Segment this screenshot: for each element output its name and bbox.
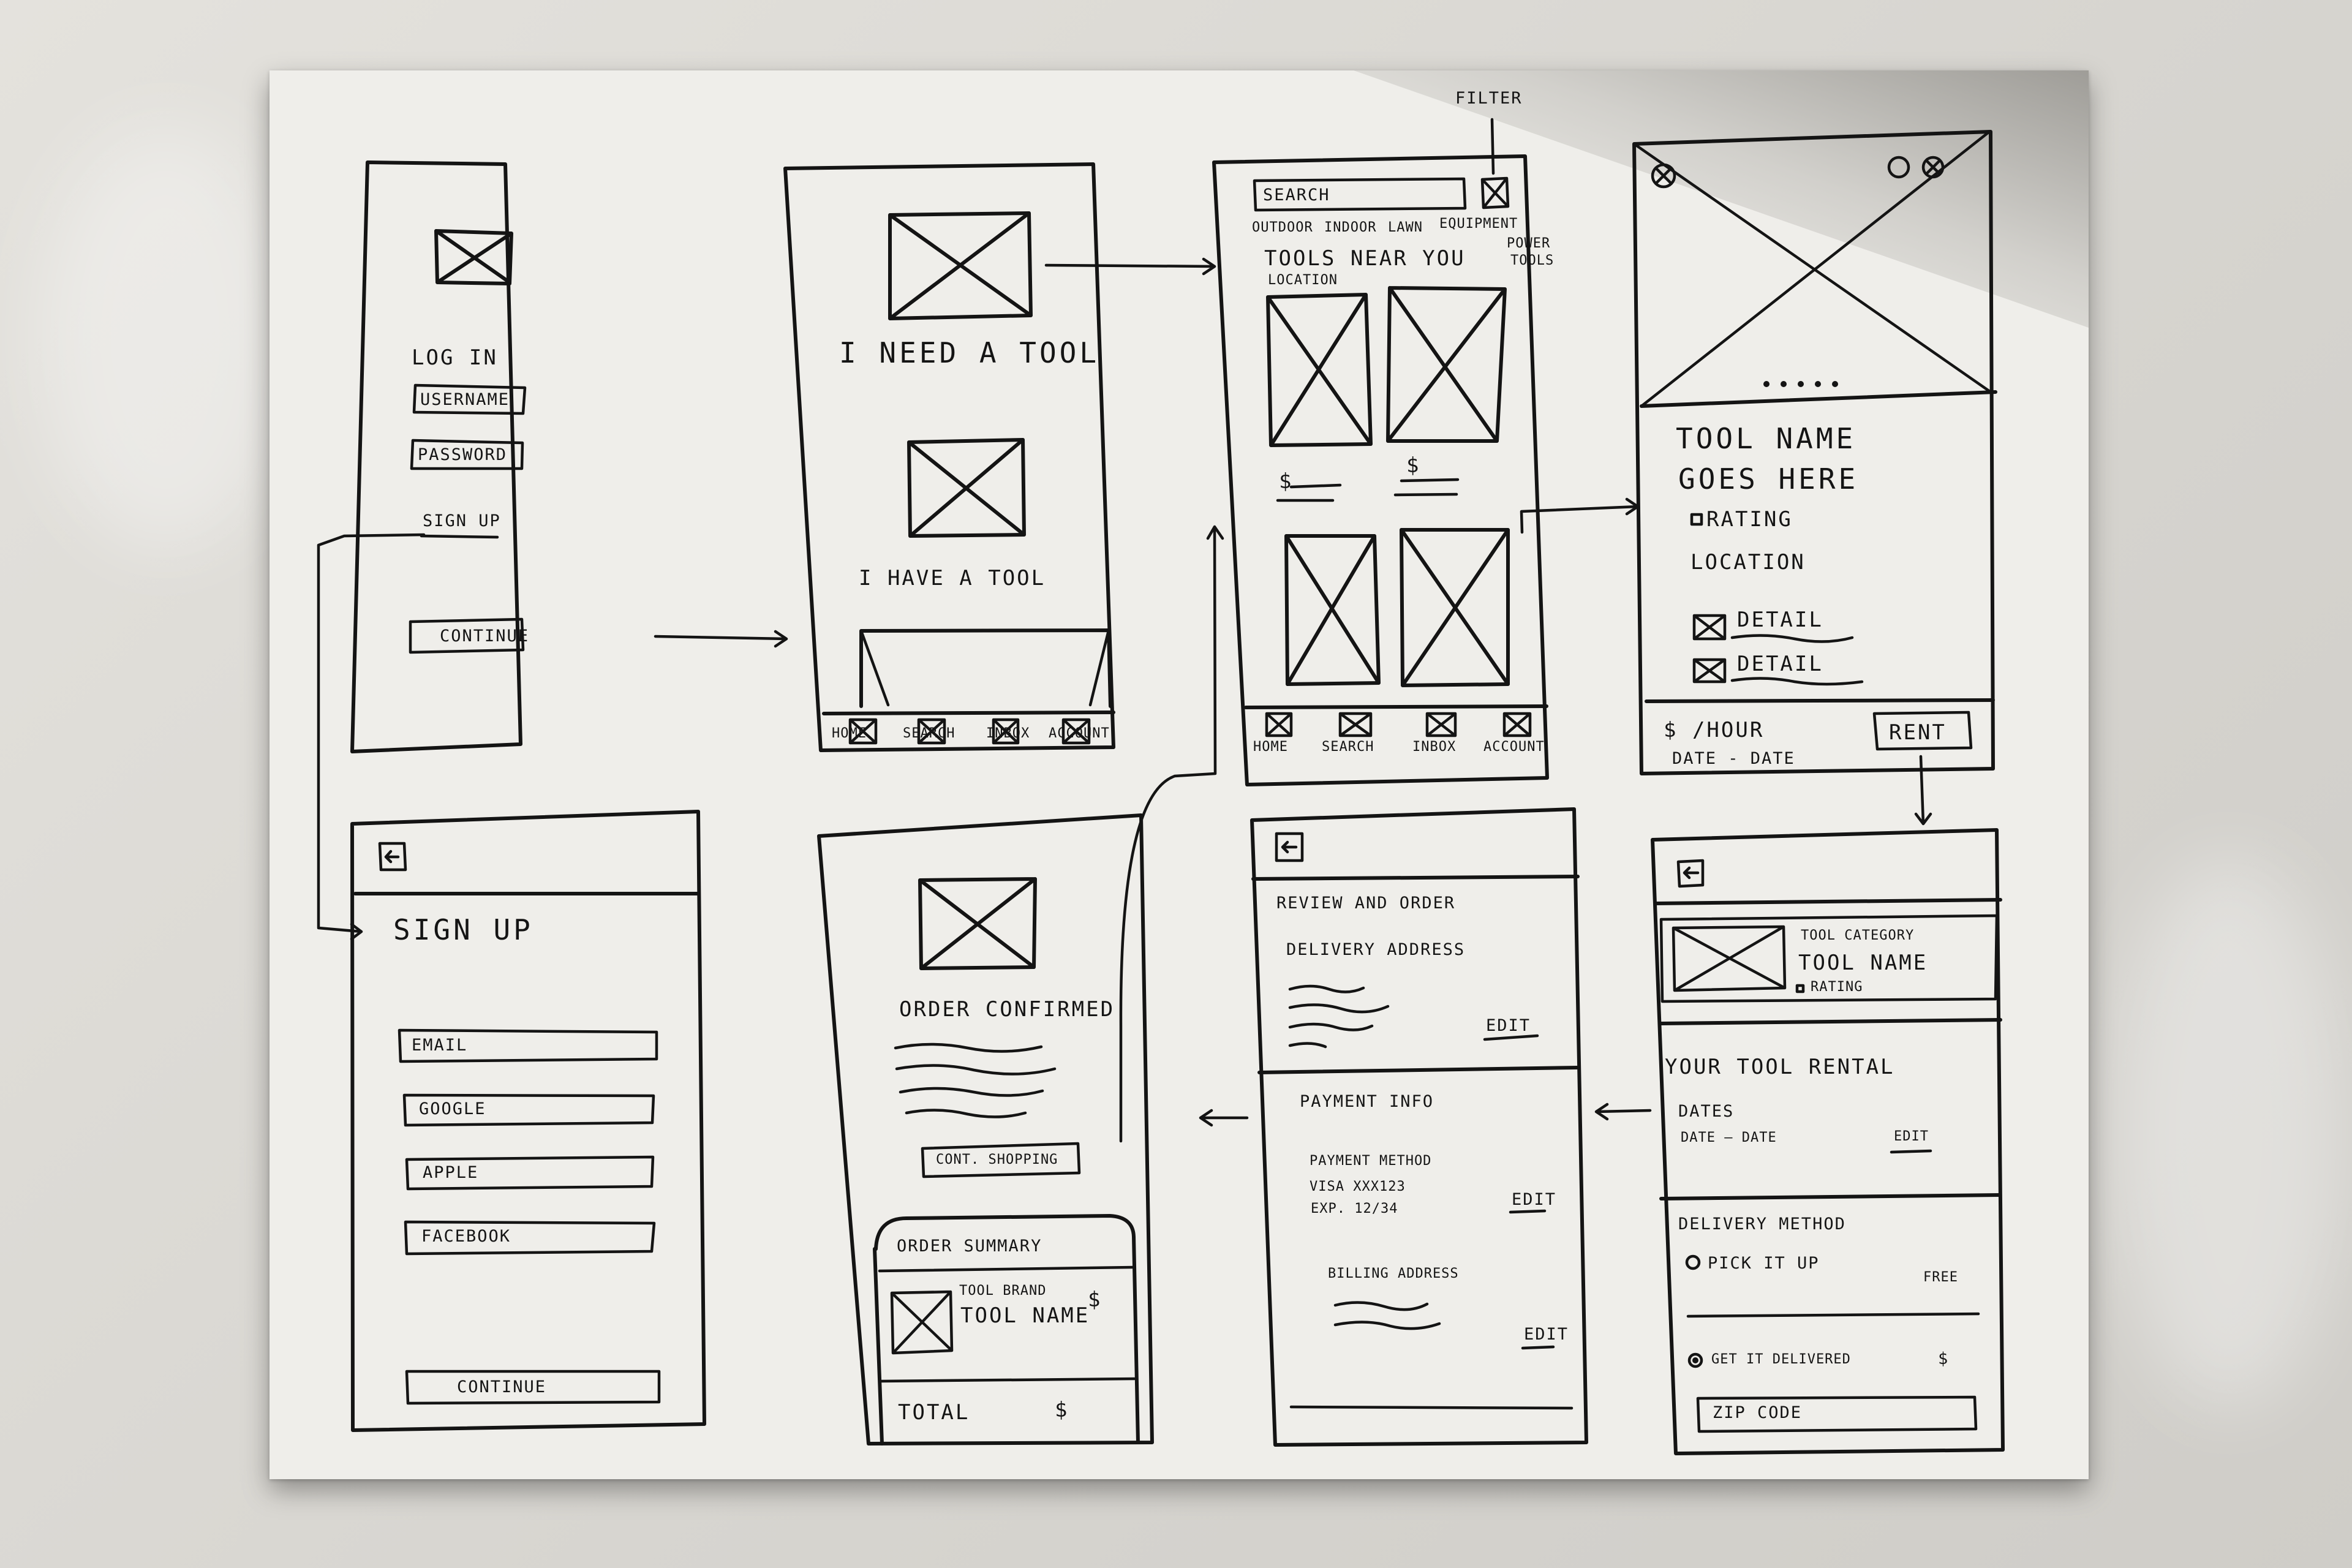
category-equipment[interactable]: EQUIPMENT: [1439, 216, 1518, 232]
payment-info-heading: PAYMENT INFO: [1300, 1092, 1434, 1111]
tool-name-label: TOOL NAME: [1798, 951, 1928, 975]
light-spot: [37, 123, 294, 551]
delivery-price: $: [1938, 1349, 1950, 1368]
facebook-button[interactable]: FACEBOOK: [421, 1227, 511, 1246]
price-per-hour: $ /HOUR: [1664, 718, 1765, 742]
category-indoor[interactable]: INDOOR: [1324, 220, 1377, 235]
edit-link[interactable]: EDIT: [1524, 1325, 1569, 1344]
apple-button[interactable]: APPLE: [423, 1163, 479, 1182]
nav-inbox[interactable]: INBOX: [1412, 739, 1457, 755]
tool-name-label: TOOL NAME: [960, 1303, 1090, 1328]
login-title: LOG IN: [412, 345, 498, 370]
edit-link[interactable]: EDIT: [1486, 1016, 1531, 1035]
signup-title: SIGN UP: [393, 913, 533, 946]
price-label: $: [1406, 453, 1421, 478]
home-screen: [783, 162, 1115, 752]
login-screen: [350, 160, 527, 753]
rental-screen: [1651, 828, 2005, 1455]
tool-brand-label: TOOL BRAND: [959, 1283, 1047, 1298]
date-range: DATE — DATE: [1681, 1130, 1777, 1145]
category-lawn[interactable]: LAWN: [1388, 220, 1423, 235]
category-tools[interactable]: TOOLS: [1510, 253, 1555, 268]
nav-search[interactable]: SEARCH: [1322, 739, 1374, 755]
zip-code-field[interactable]: ZIP CODE: [1713, 1403, 1803, 1422]
category-outdoor[interactable]: OUTDOOR: [1252, 220, 1313, 235]
detail-label: DETAIL: [1737, 652, 1823, 676]
dates-heading: DATES: [1678, 1102, 1735, 1121]
delivery-method-heading: DELIVERY METHOD: [1678, 1215, 1846, 1234]
date-range[interactable]: DATE - DATE: [1672, 749, 1795, 768]
billing-address-heading: BILLING ADDRESS: [1328, 1266, 1459, 1281]
continue-shopping-button[interactable]: CONT. SHOPPING: [936, 1152, 1058, 1167]
username-field[interactable]: USERNAME: [420, 390, 510, 409]
search-screen: [1212, 118, 1549, 786]
continue-button[interactable]: CONTINUE: [457, 1378, 547, 1396]
total-label: TOTAL: [898, 1400, 970, 1425]
nav-home[interactable]: HOME: [1253, 739, 1288, 755]
review-screen: [1250, 807, 1588, 1447]
category-power[interactable]: POWER: [1507, 236, 1551, 251]
filter-annotation: FILTER: [1455, 89, 1523, 108]
signup-screen: [350, 810, 706, 1432]
flow-arrows: [317, 257, 1932, 1143]
price-label: $: [1279, 469, 1294, 494]
tool-name-line2: GOES HERE: [1678, 462, 1859, 496]
sketch-paper: FILTER LOG IN USERNAME PASSWORD SIGN UP …: [270, 70, 2089, 1479]
rating-label: RATING: [1706, 507, 1793, 532]
tool-name-line1: TOOL NAME: [1676, 422, 1856, 455]
nav-home[interactable]: HOME: [832, 726, 867, 741]
email-field[interactable]: EMAIL: [412, 1036, 468, 1055]
payment-method-label: PAYMENT METHOD: [1310, 1153, 1432, 1169]
order-confirmed-screen: [817, 813, 1154, 1446]
nav-search[interactable]: SEARCH: [903, 726, 956, 741]
order-summary-heading: ORDER SUMMARY: [897, 1237, 1042, 1256]
review-title: REVIEW AND ORDER: [1276, 894, 1456, 913]
delivery-address-heading: DELIVERY ADDRESS: [1286, 940, 1466, 959]
nav-account[interactable]: ACCOUNT: [1483, 739, 1545, 755]
card-number: VISA XXX123: [1310, 1179, 1406, 1194]
order-confirmed-title: ORDER CONFIRMED: [899, 997, 1115, 1022]
free-label: FREE: [1923, 1270, 1958, 1285]
sign-up-link[interactable]: SIGN UP: [423, 511, 501, 530]
tool-detail-screen: [1632, 130, 1997, 775]
wireframe-sketch: [317, 118, 2005, 1455]
have-tool-option[interactable]: I HAVE A TOOL: [859, 566, 1046, 590]
light-spot: [2113, 858, 2346, 1409]
tool-category-label: TOOL CATEGORY: [1801, 928, 1915, 943]
rent-button[interactable]: RENT: [1889, 720, 1947, 745]
detail-label: DETAIL: [1737, 608, 1823, 632]
pick-up-option[interactable]: PICK IT UP: [1708, 1254, 1820, 1273]
location-label: LOCATION: [1691, 550, 1806, 575]
google-button[interactable]: GOOGLE: [419, 1099, 486, 1118]
nav-inbox[interactable]: INBOX: [986, 726, 1030, 741]
tools-near-heading: TOOLS NEAR YOU: [1264, 246, 1466, 271]
password-field[interactable]: PASSWORD: [418, 445, 508, 464]
nav-account[interactable]: ACCOUNT: [1049, 726, 1110, 741]
edit-link[interactable]: EDIT: [1894, 1129, 1929, 1144]
total-price: $: [1055, 1398, 1069, 1422]
delivered-option[interactable]: GET IT DELIVERED: [1711, 1352, 1851, 1367]
location-label: LOCATION: [1268, 273, 1338, 288]
need-tool-option[interactable]: I NEED A TOOL: [839, 336, 1100, 369]
item-price: $: [1088, 1287, 1102, 1312]
card-expiry: EXP. 12/34: [1311, 1201, 1398, 1216]
search-input[interactable]: SEARCH: [1263, 186, 1330, 205]
rating-label: RATING: [1811, 979, 1863, 995]
edit-link[interactable]: EDIT: [1512, 1190, 1557, 1209]
your-rental-heading: YOUR TOOL RENTAL: [1665, 1055, 1895, 1079]
continue-button[interactable]: CONTINUE: [440, 627, 530, 646]
